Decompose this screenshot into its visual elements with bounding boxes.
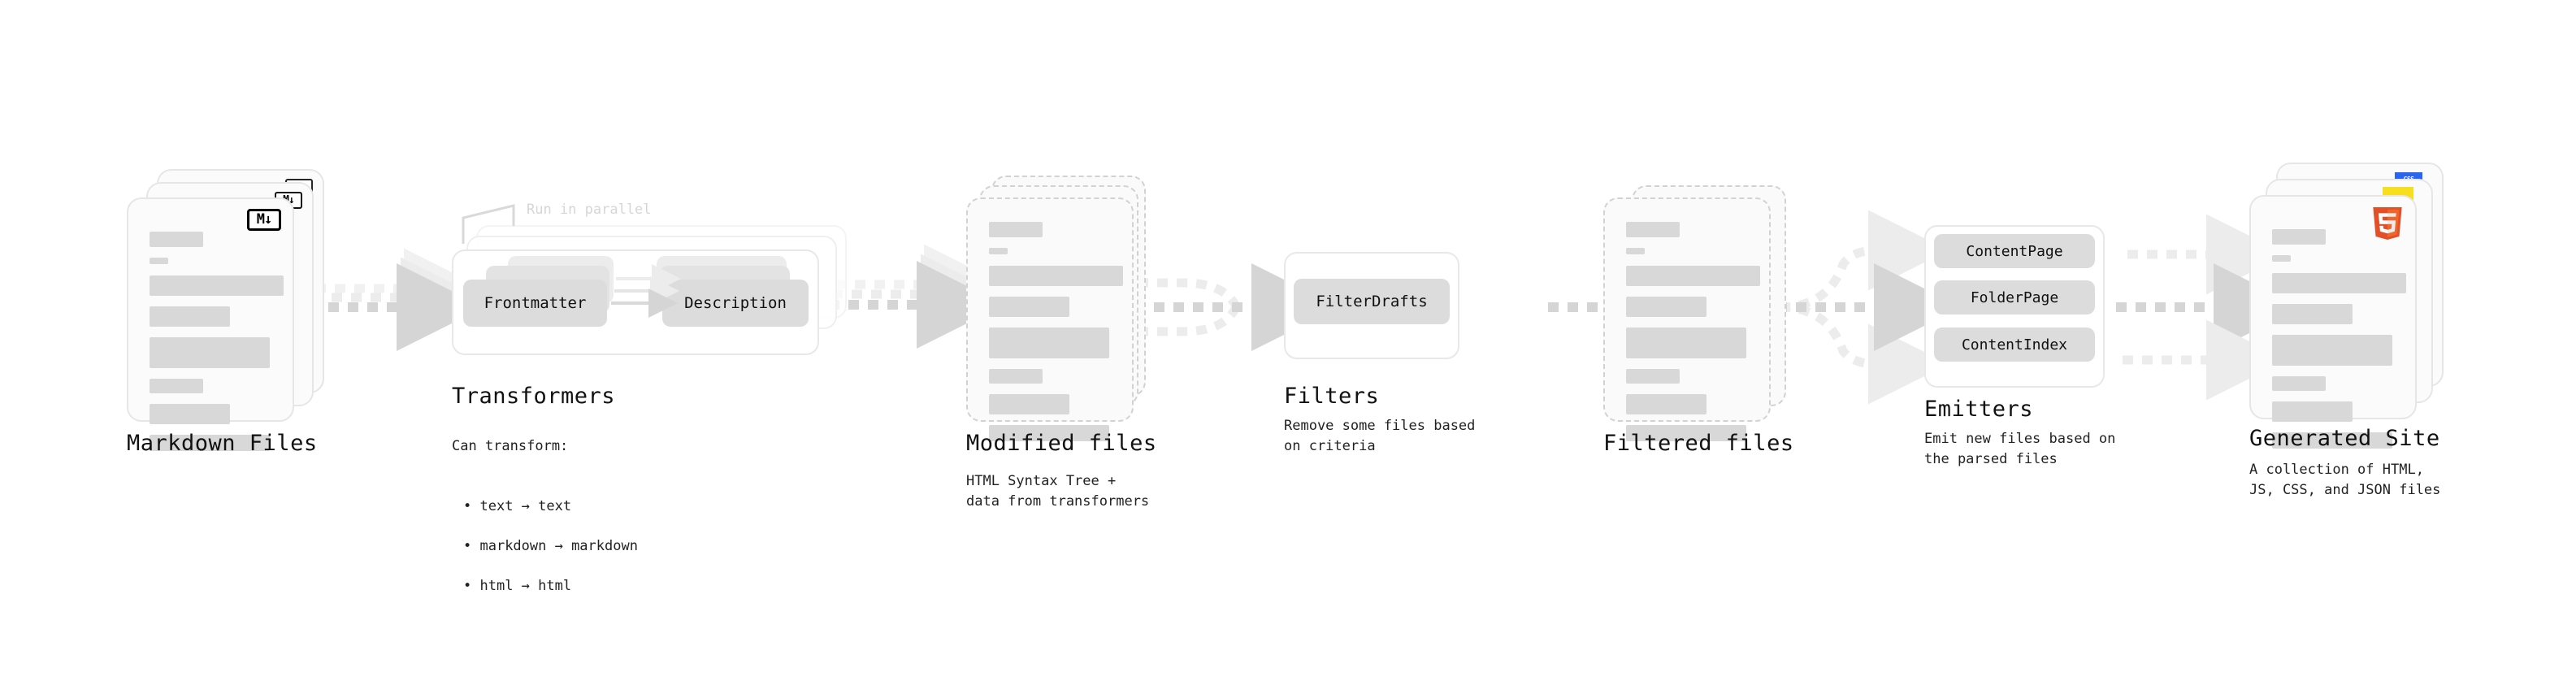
stage-title-transformers: Transformers xyxy=(452,384,616,409)
stage-title-filtered-files: Filtered files xyxy=(1603,431,1794,456)
connector-modified-to-filters xyxy=(1134,263,1339,351)
transformers-bullet-2: • html → html xyxy=(463,578,572,595)
doc-placeholder-lines xyxy=(989,222,1123,452)
stage-caption-modified-files: HTML Syntax Tree + data from transformer… xyxy=(966,473,1150,510)
connector-filtered-to-emitters xyxy=(1776,210,1962,405)
markdown-logo-badge: M↓ xyxy=(247,209,281,231)
stage-title-filters: Filters xyxy=(1284,384,1380,409)
transformers-caption-lead: Can transform: xyxy=(452,437,569,454)
doc-placeholder-lines xyxy=(2272,229,2406,459)
site-doc-front xyxy=(2249,195,2417,449)
stage-caption-transformers: Can transform: • text → text • markdown … xyxy=(452,416,638,636)
stage-caption-emitters: Emit new files based on the parsed files xyxy=(1924,431,2116,467)
stage-caption-generated-site: A collection of HTML, JS, CSS, and JSON … xyxy=(2249,462,2441,498)
modified-doc-front xyxy=(966,197,1134,441)
transformer-pill-description[interactable]: Description xyxy=(662,280,809,327)
doc-placeholder-lines xyxy=(1626,222,1760,452)
stage-title-emitters: Emitters xyxy=(1924,397,2034,422)
filtered-doc-front xyxy=(1603,197,1771,441)
html5-shield-icon xyxy=(2373,207,2402,240)
transformer-parallel-annotation: Run in parallel xyxy=(527,202,652,218)
markdown-doc-front: M↓ xyxy=(127,197,294,451)
filters-pill-filterdrafts[interactable]: FilterDrafts xyxy=(1294,279,1450,324)
emitters-pill-folderpage[interactable]: FolderPage xyxy=(1934,280,2095,314)
transformers-bullet-0: • text → text xyxy=(463,497,572,514)
stage-caption-filters: Remove some files based on criteria xyxy=(1284,418,1476,454)
connector-emitters-to-site xyxy=(2116,214,2301,401)
stage-title-modified-files: Modified files xyxy=(966,431,1157,456)
html5-logo-badge xyxy=(2371,205,2404,242)
transformers-bullet-1: • markdown → markdown xyxy=(463,537,638,554)
emitters-pill-contentindex[interactable]: ContentIndex xyxy=(1934,327,2095,362)
doc-placeholder-lines xyxy=(150,232,284,462)
stage-title-generated-site: Generated Site xyxy=(2249,426,2440,451)
stage-title-markdown-files: Markdown Files xyxy=(127,431,318,456)
transformer-pill-frontmatter[interactable]: Frontmatter xyxy=(463,280,607,327)
emitters-pill-contentpage[interactable]: ContentPage xyxy=(1934,234,2095,268)
connector-markdown-to-transformers xyxy=(309,248,484,351)
